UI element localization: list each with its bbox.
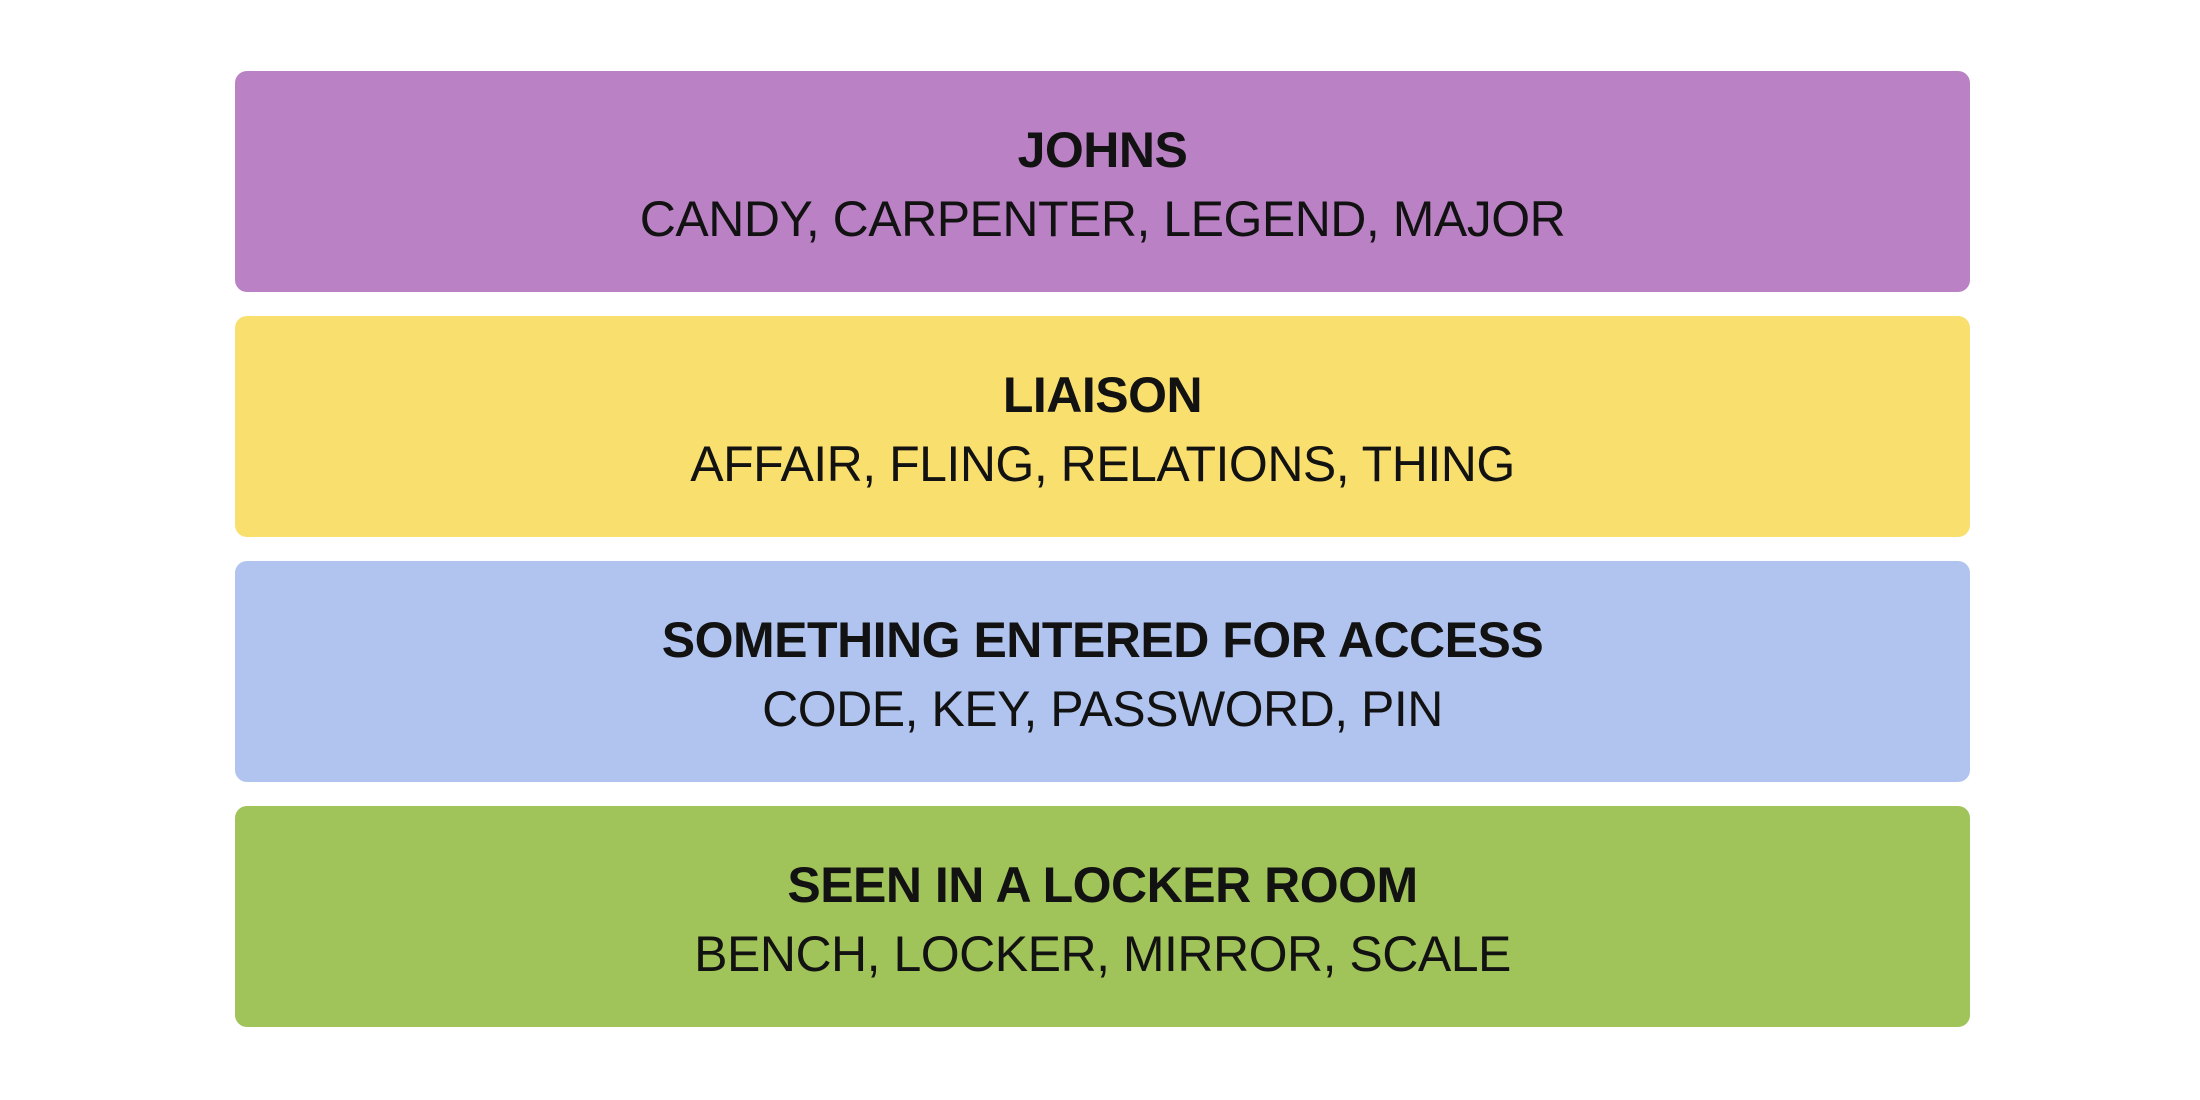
group-title: JOHNS (1017, 121, 1188, 178)
group-title: SOMETHING ENTERED FOR ACCESS (661, 611, 1544, 668)
solved-group-yellow: LIAISON AFFAIR, FLING, RELATIONS, THING (235, 316, 1970, 537)
group-members: AFFAIR, FLING, RELATIONS, THING (690, 435, 1515, 492)
group-members: CODE, KEY, PASSWORD, PIN (762, 680, 1443, 737)
group-members: BENCH, LOCKER, MIRROR, SCALE (694, 925, 1511, 982)
solved-group-green: SEEN IN A LOCKER ROOM BENCH, LOCKER, MIR… (235, 806, 1970, 1027)
group-title: SEEN IN A LOCKER ROOM (787, 856, 1418, 913)
solved-group-blue: SOMETHING ENTERED FOR ACCESS CODE, KEY, … (235, 561, 1970, 782)
group-title: LIAISON (1002, 366, 1203, 423)
solved-group-purple: JOHNS CANDY, CARPENTER, LEGEND, MAJOR (235, 71, 1970, 292)
solved-groups-board: JOHNS CANDY, CARPENTER, LEGEND, MAJOR LI… (235, 71, 1970, 1051)
group-members: CANDY, CARPENTER, LEGEND, MAJOR (639, 190, 1566, 247)
